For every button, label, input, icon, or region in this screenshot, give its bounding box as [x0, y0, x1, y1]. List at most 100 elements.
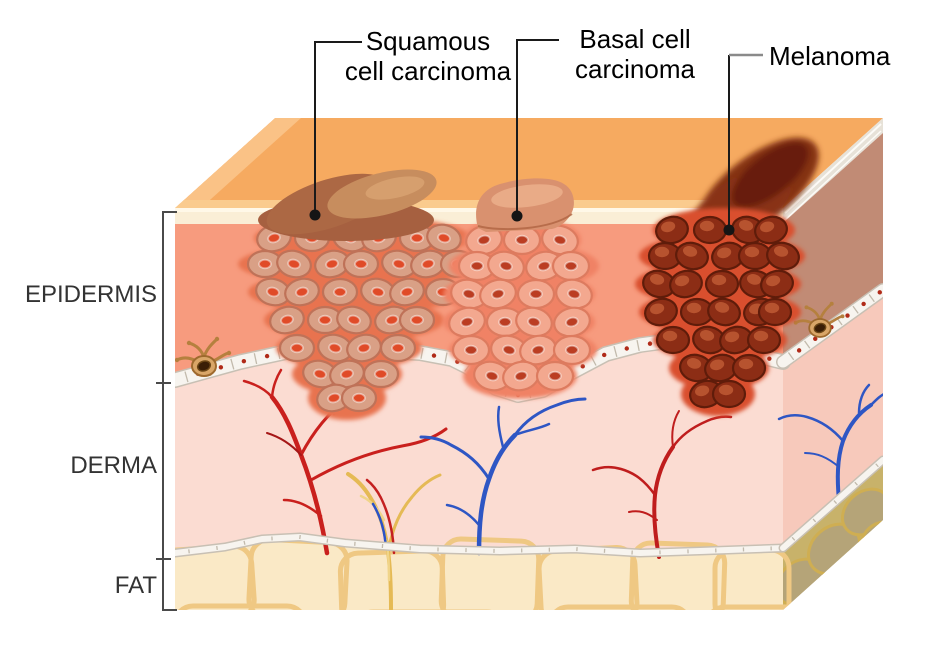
side-derma [783, 291, 883, 551]
membrane-cell-nucleus [431, 353, 437, 358]
cell-nucleus-ring [391, 342, 405, 354]
basal-cell [516, 278, 556, 310]
cell-nucleus [291, 343, 303, 353]
membrane-cell-divider [299, 534, 301, 540]
membrane-cell-divider [812, 518, 817, 523]
squamous-leader-line [314, 41, 362, 214]
basal-label-line2: carcinoma [575, 54, 695, 85]
cell-nucleus-ring [527, 316, 541, 328]
melanocyte-nucleus [813, 322, 827, 334]
cell-nucleus [314, 369, 326, 379]
melanoma-cells [642, 215, 800, 409]
melanocyte-dendrite-tip [804, 305, 809, 310]
cell-highlight [682, 246, 698, 257]
cell-nucleus [329, 343, 341, 353]
artery-branch [591, 465, 657, 497]
melanoma-cell [675, 241, 709, 271]
cell-nucleus [353, 393, 365, 403]
cell-highlight [766, 275, 781, 287]
squamous-mound-highlight [365, 176, 425, 200]
membrane-cell-divider [243, 540, 246, 545]
basal-cell [502, 224, 542, 256]
cell-nucleus-ring [295, 286, 309, 298]
cell-highlight [718, 384, 734, 396]
cell-nucleus [465, 345, 477, 355]
cell-nucleus-ring [325, 258, 339, 270]
cell-nucleus [566, 345, 578, 355]
melanocyte-dendrite-tip [226, 350, 232, 356]
cell-nucleus-ring [553, 234, 567, 246]
membrane-cell-divider [184, 371, 189, 383]
derma-fat-boundary [175, 532, 788, 558]
cell-nucleus [334, 287, 346, 297]
cell-nucleus-ring [460, 316, 474, 328]
membrane-cell-nucleus [241, 358, 247, 364]
cell-nucleus-ring [548, 370, 562, 382]
melanoma-label: Melanoma [769, 41, 891, 71]
squamous-cell [314, 249, 350, 279]
side-corneum-line [784, 123, 882, 214]
cell-nucleus-ring [499, 260, 513, 272]
squamous-cell [346, 333, 382, 363]
cell-nucleus-ring [529, 288, 543, 300]
basal-cell [551, 250, 591, 282]
cell-highlight [695, 385, 710, 397]
membrane-cell-nucleus [796, 348, 802, 353]
skin-surface-edge-highlight [175, 118, 301, 208]
cell-highlight [699, 330, 715, 341]
melanocyte-dendrite-tip [840, 314, 845, 319]
cell-nucleus-ring [437, 232, 451, 244]
melanoma-cell [711, 379, 747, 409]
squamous-cell [362, 359, 400, 389]
side-corneum-line [784, 130, 882, 221]
cell-nucleus [348, 315, 360, 325]
basal-flap-edge [477, 213, 573, 231]
membrane-cell-divider [253, 353, 258, 365]
cell-nucleus-ring [464, 344, 478, 356]
cell-nucleus [386, 315, 398, 325]
squamous-cell [302, 359, 338, 389]
basal-cells [448, 224, 593, 392]
cell-nucleus [372, 287, 384, 297]
squamous-cell [284, 277, 320, 307]
cell-nucleus-ring [531, 344, 545, 356]
squamous-pointer-dot [309, 209, 321, 221]
membrane-cell-divider [420, 347, 424, 359]
vein-branch [513, 397, 587, 437]
cell-nucleus [499, 317, 511, 327]
cell-nucleus [393, 259, 405, 269]
skin-block [175, 118, 883, 610]
cell-nucleus-ring [357, 342, 371, 354]
melanoma-patch-core [731, 142, 809, 208]
artery-branch [242, 379, 274, 399]
cell-highlight [717, 247, 732, 259]
basal-cell [473, 360, 511, 392]
melanoma-cell [644, 297, 678, 327]
membrane-cell-nucleus [845, 313, 850, 318]
cell-nucleus-ring [374, 368, 388, 380]
cell-highlight [686, 358, 702, 369]
basal-cell [448, 306, 486, 338]
cell-nucleus-ring [266, 286, 280, 298]
squamous-cell [389, 277, 425, 307]
cell-nucleus-ring [290, 342, 304, 354]
cell-nucleus [516, 235, 528, 245]
cell-nucleus-ring [392, 258, 406, 270]
membrane-cell-nucleus [602, 352, 607, 358]
vein-branch [419, 435, 491, 481]
blue-vein-tree-2 [777, 383, 883, 503]
cell-nucleus-ring [477, 234, 491, 246]
fat-lobule [628, 540, 728, 610]
melanoma-cell [757, 297, 793, 327]
melanoma-tumor [635, 137, 819, 416]
vein-branch [777, 414, 845, 443]
fat-lobules [175, 536, 820, 610]
cell-nucleus-ring [537, 260, 551, 272]
cell-nucleus [478, 235, 490, 245]
squamous-cell [342, 249, 380, 279]
cell-nucleus [503, 345, 515, 355]
cell-highlight [710, 359, 725, 371]
derma-fat-boundary-side [778, 455, 883, 553]
cell-highlight [764, 302, 780, 314]
cell-nucleus-ring [470, 260, 484, 272]
